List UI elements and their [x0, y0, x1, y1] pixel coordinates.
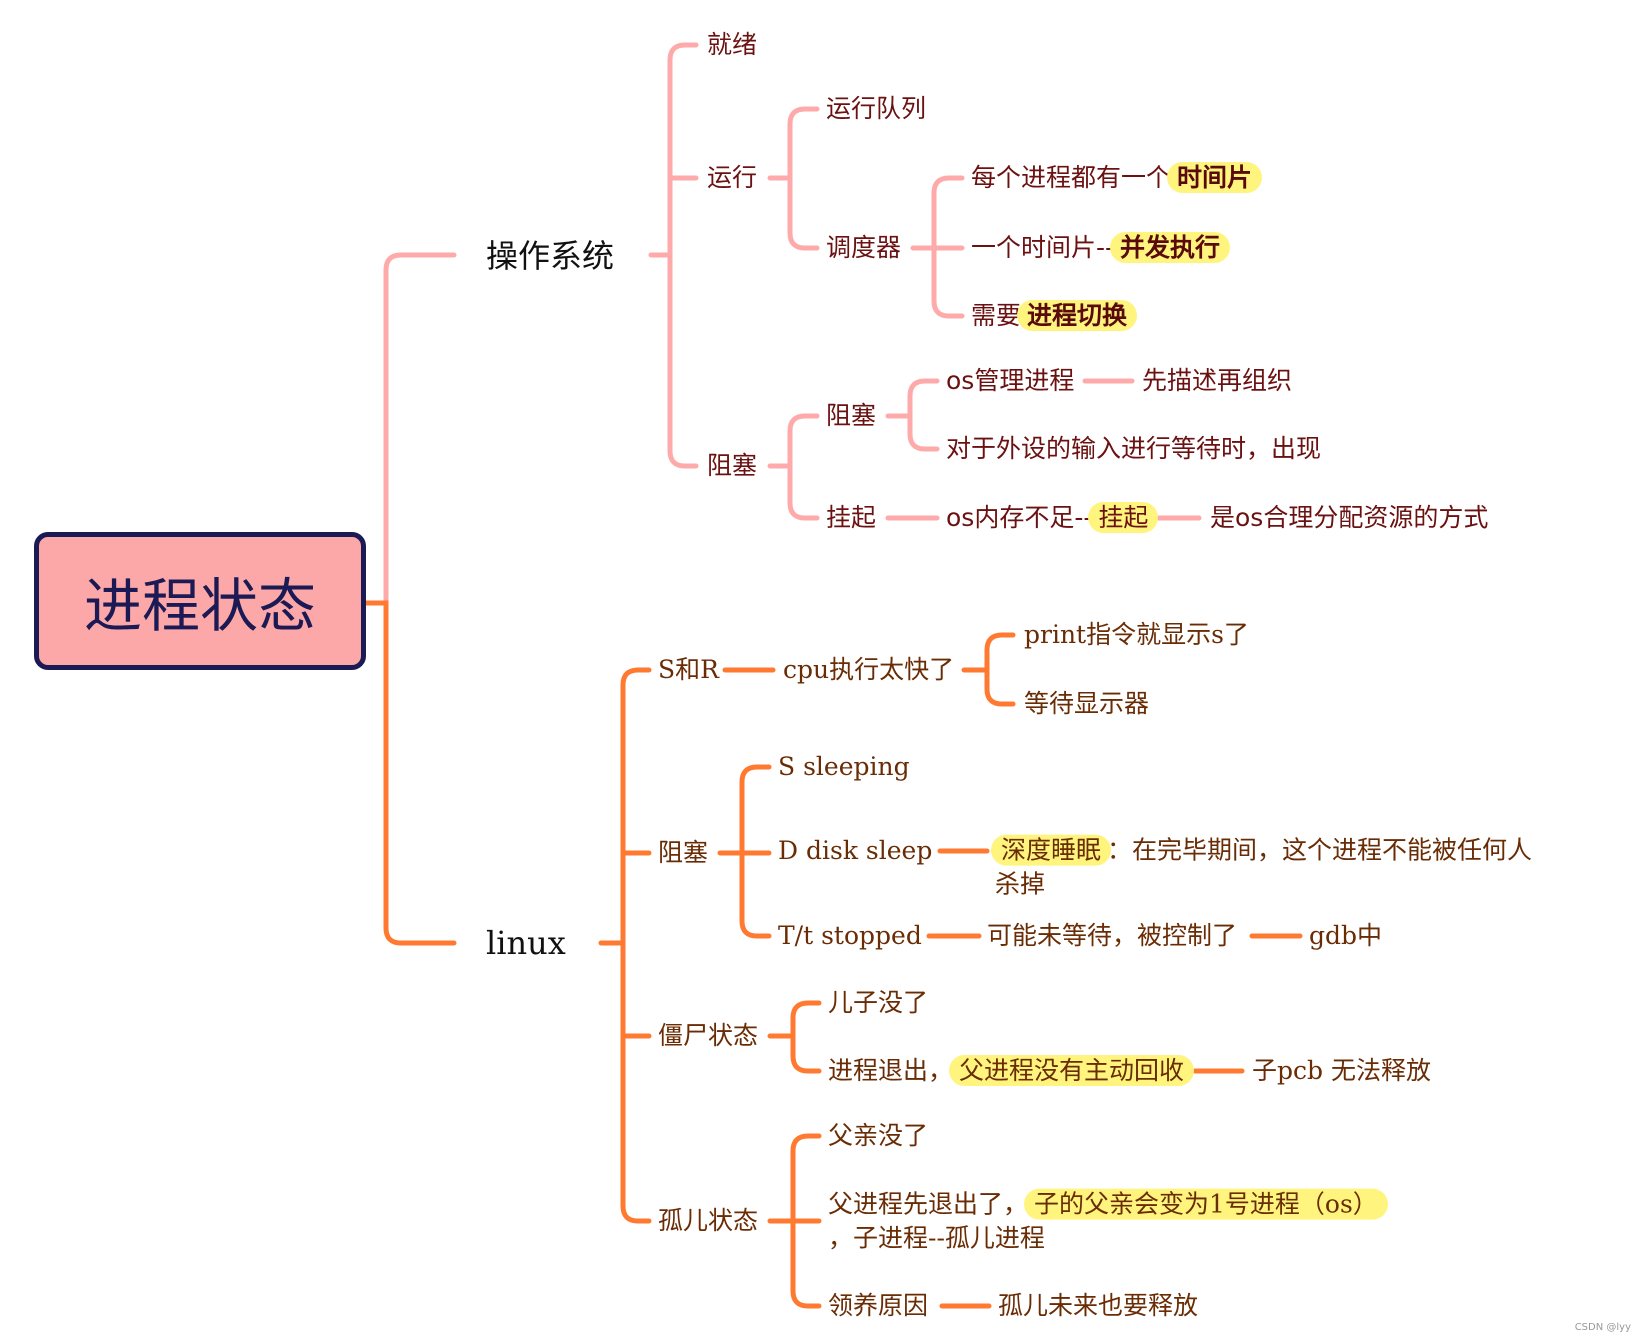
node-cpu-fast[interactable]: cpu执行太快了 — [783, 655, 955, 684]
node-process-exit[interactable]: 进程退出，父进程没有主动回收 — [828, 1055, 1195, 1087]
node-describe[interactable]: 先描述再组织 — [1142, 366, 1293, 395]
node-pcb[interactable]: 子pcb 无法释放 — [1252, 1056, 1431, 1085]
os-branch-lines — [359, 42, 1202, 606]
node-concurrency[interactable]: 一个时间片--并发执行 — [971, 232, 1231, 264]
node-ready[interactable]: 就绪 — [707, 30, 758, 59]
highlight: 挂起 — [1088, 502, 1159, 533]
node-blocked-sub[interactable]: 阻塞 — [826, 401, 877, 430]
node-scheduler[interactable]: 调度器 — [826, 233, 902, 262]
highlight: 并发执行 — [1110, 232, 1231, 263]
node-linux-blocked[interactable]: 阻塞 — [658, 838, 709, 867]
node-os-manage[interactable]: os管理进程 — [946, 366, 1075, 395]
node-suspend[interactable]: 挂起 — [826, 503, 877, 532]
node-orphan[interactable]: 孤儿状态 — [658, 1206, 759, 1235]
node-parent-exit[interactable]: 父进程先退出了，子的父亲会变为1号进程（os），子进程--孤儿进程 — [828, 1188, 1388, 1256]
node-blocked[interactable]: 阻塞 — [707, 451, 758, 480]
node-adopt[interactable]: 领养原因 — [828, 1291, 929, 1320]
node-controlled[interactable]: 可能未等待，被控制了 — [987, 921, 1238, 950]
highlight: 子的父亲会变为1号进程（os） — [1024, 1188, 1388, 1220]
node-parent-gone[interactable]: 父亲没了 — [828, 1121, 929, 1150]
node-deep-sleep[interactable]: 深度睡眠：在完毕期间，这个进程不能被任何人杀掉 — [991, 834, 1533, 902]
node-os[interactable]: 操作系统 — [486, 237, 615, 275]
node-device-wait[interactable]: 对于外设的输入进行等待时，出现 — [946, 434, 1322, 463]
text: os内存不足-- — [946, 503, 1093, 532]
text: 父进程先退出了， — [828, 1189, 1029, 1219]
node-wait-display[interactable]: 等待显示器 — [1024, 689, 1150, 718]
node-s-sleeping[interactable]: S sleeping — [778, 752, 910, 781]
node-switch[interactable]: 需要进程切换 — [971, 300, 1138, 332]
highlight: 进程切换 — [1017, 300, 1138, 331]
linux-branch-lines — [353, 600, 1303, 1309]
node-child-gone[interactable]: 儿子没了 — [828, 988, 929, 1017]
text: 每个进程都有一个 — [971, 163, 1172, 192]
watermark: CSDN @lyy — [1574, 1322, 1631, 1333]
node-running[interactable]: 运行 — [707, 163, 758, 192]
text: 杀掉 — [995, 869, 1046, 899]
text: 一个时间片-- — [971, 233, 1115, 262]
node-s-and-r[interactable]: S和R — [658, 655, 719, 684]
node-memory[interactable]: os内存不足--挂起 — [946, 502, 1159, 534]
node-time-slice[interactable]: 每个进程都有一个时间片 — [971, 162, 1263, 194]
text: ：在完毕期间，这个进程不能被任何人 — [1107, 835, 1533, 865]
node-linux[interactable]: linux — [486, 924, 566, 962]
text: ，子进程--孤儿进程 — [828, 1223, 1045, 1253]
node-zombie[interactable]: 僵尸状态 — [658, 1021, 759, 1050]
node-t-stopped[interactable]: T/t stopped — [778, 921, 922, 950]
highlight: 深度睡眠 — [991, 834, 1112, 866]
text: 进程退出， — [828, 1056, 954, 1085]
node-d-disk-sleep[interactable]: D disk sleep — [778, 836, 933, 865]
highlight: 时间片 — [1167, 162, 1263, 193]
node-run-queue[interactable]: 运行队列 — [826, 94, 927, 123]
root-label: 进程状态 — [83, 572, 316, 640]
text: 需要 — [971, 301, 1022, 330]
node-reason[interactable]: 是os合理分配资源的方式 — [1210, 503, 1489, 532]
node-release[interactable]: 孤儿未来也要释放 — [998, 1291, 1199, 1320]
highlight: 父进程没有主动回收 — [949, 1055, 1195, 1086]
node-print[interactable]: print指令就显示s了 — [1024, 620, 1249, 649]
root-node[interactable]: 进程状态 — [34, 532, 366, 670]
node-gdb[interactable]: gdb中 — [1309, 921, 1383, 950]
